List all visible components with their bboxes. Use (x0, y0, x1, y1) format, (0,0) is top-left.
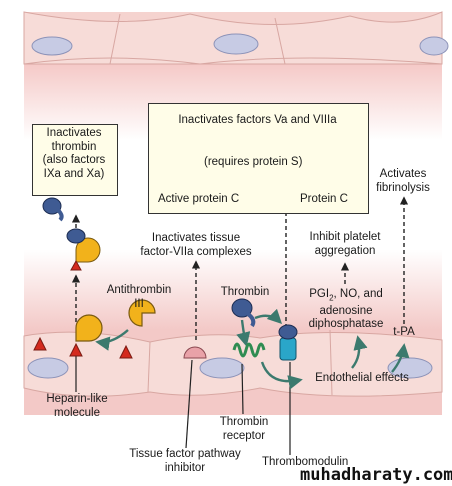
heparin-triangle-right (119, 344, 133, 359)
protein-c-label: Protein C (300, 193, 348, 205)
thrombin-antithrombin-complex (66, 228, 101, 271)
pointer-tfpi (185, 359, 193, 449)
inhibit-platelet-label: Inhibit platelet aggregation (309, 231, 381, 257)
antithrombin-iii-label: Antithrombin III (106, 284, 172, 310)
arrow-thrombin-to-thrombomodulin (254, 308, 283, 325)
thrombomodulin-molecule (278, 324, 298, 361)
antithrombin-bound (75, 314, 103, 342)
pgi-label: PGI2, NO, and adenosine diphosphatase (308, 288, 384, 331)
nucleus (31, 36, 73, 56)
top-endothelium (23, 11, 449, 65)
arrow-effects-to-tpa (391, 343, 410, 373)
endothelial-effects-label: Endothelial effects (315, 372, 409, 384)
heparin-triangle-left (33, 336, 47, 351)
arrow-antithrombin-to-heparin (95, 329, 129, 351)
heparin-antithrombin-complex (69, 314, 103, 357)
nucleus (199, 357, 245, 379)
thrombin-receptor-label: Thrombin receptor (219, 416, 269, 442)
watermark-text: muhadharaty.com (300, 465, 452, 485)
tfpi-label: Tissue factor pathway inhibitor (129, 448, 241, 474)
inactivates-va-viiia-label: Inactivates factors Va and VIIIa (178, 114, 337, 126)
nucleus (213, 33, 259, 55)
pointer-thrombin-receptor (241, 363, 244, 415)
arrow-effects-to-pgi (351, 335, 368, 369)
heparin-triangle (69, 342, 83, 357)
bottom-endothelium (23, 329, 443, 415)
thrombin-molecule-left (42, 197, 64, 222)
inactivates-tf-label: Inactivates tissue factor-VIIa complexes (140, 232, 252, 258)
thrombomodulin-label: Thrombomodulin (262, 456, 349, 468)
nucleus (27, 357, 69, 379)
tpa-label: t-PA (393, 326, 415, 338)
arrow-thrombin-to-receptor (236, 319, 251, 347)
inactivates-thrombin-box (32, 124, 118, 196)
nucleus (419, 36, 449, 56)
requires-protein-s-label: (requires protein S) (204, 156, 303, 168)
thrombin-receptor-coil (232, 342, 266, 358)
activates-fibrinolysis-label: Activates fibrinolysis (376, 168, 430, 194)
heparin-like-molecule-label: Heparin-like molecule (46, 393, 108, 419)
tfpi-molecule (183, 346, 207, 359)
thrombin-molecule (231, 298, 256, 328)
protein-c-box (148, 103, 369, 214)
thrombin-label: Thrombin (220, 286, 270, 298)
inactivates-thrombin-label: Inactivates thrombin (also factors IXa a… (42, 127, 106, 180)
active-protein-c-label: Active protein C (158, 193, 240, 205)
arrow-receptor-to-effects (260, 361, 303, 390)
antithrombin-iii (128, 299, 156, 327)
